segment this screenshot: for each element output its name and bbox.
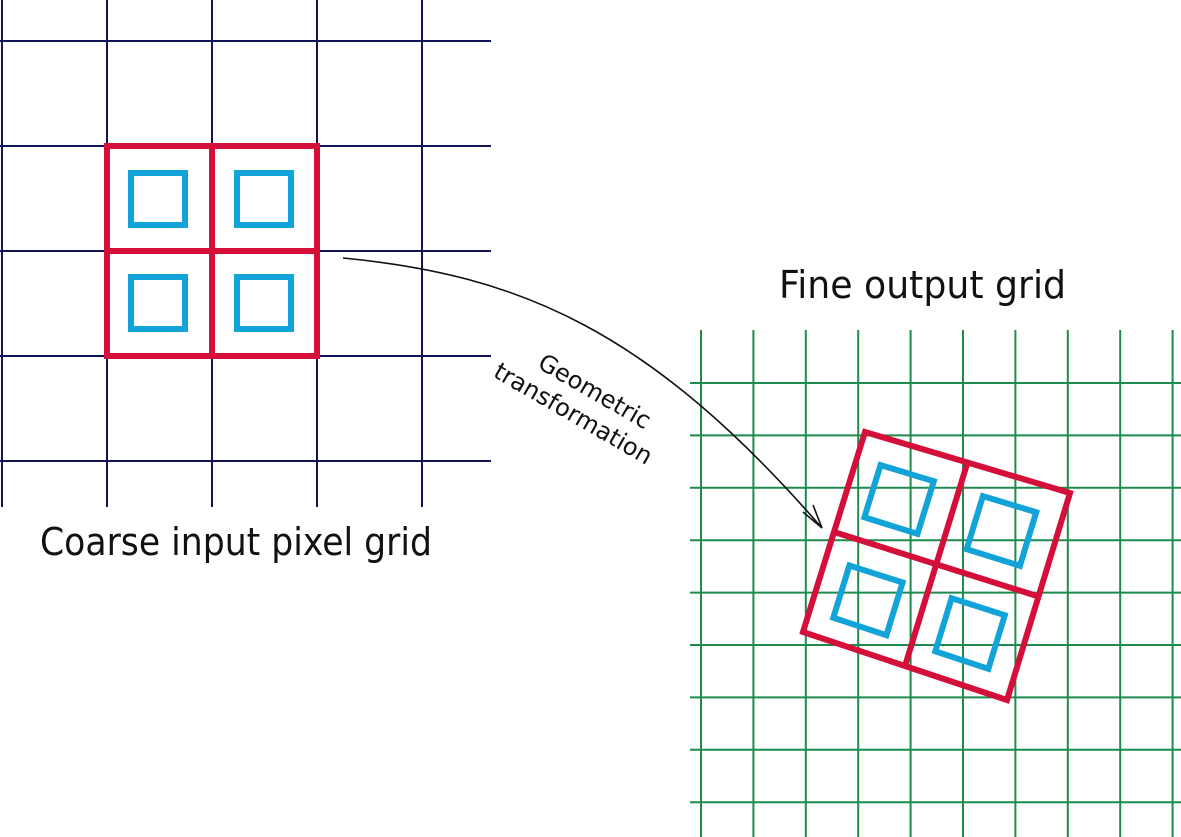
fine-grid-label: Fine output grid [779, 263, 1066, 307]
square-sample-icon [931, 594, 1009, 673]
square-sample-icon [234, 170, 294, 228]
transformed-pixel-block [799, 428, 1074, 704]
square-sample-icon [128, 274, 188, 332]
square-sample-icon [962, 492, 1040, 570]
transform-label: Geometric transformation [489, 348, 657, 470]
curved-arrow-icon [342, 257, 823, 529]
square-sample-icon [128, 170, 188, 228]
square-sample-icon [829, 561, 907, 640]
transformed-block-outline [799, 428, 1074, 704]
input-pixel-block [104, 143, 320, 359]
transformed-divider-horizontal [833, 529, 1040, 600]
fine-output-grid [690, 330, 1181, 837]
square-sample-icon [234, 274, 294, 332]
coarse-grid-label: Coarse input pixel grid [40, 520, 432, 564]
square-sample-icon [860, 461, 938, 538]
